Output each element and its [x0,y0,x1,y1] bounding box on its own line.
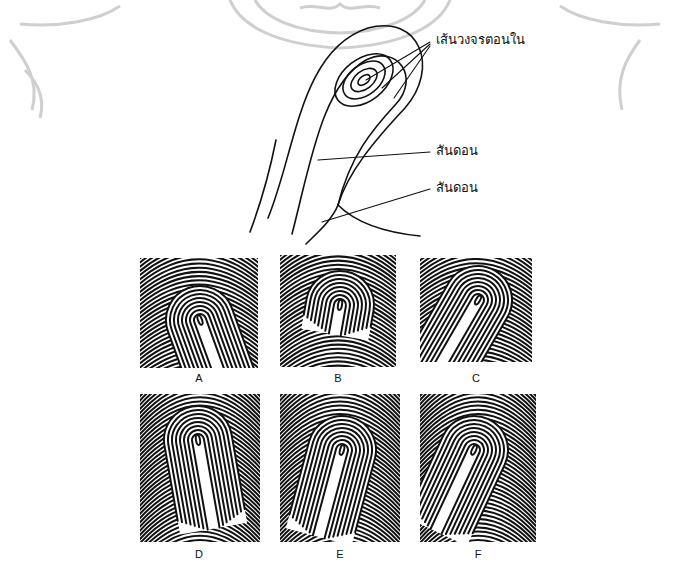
watermark [10,0,660,118]
part-label: สันดอน [436,181,478,195]
fingerprint [280,394,400,542]
fingerprint [140,258,258,368]
fingerprint [420,394,536,542]
panel-letter: F [475,548,482,560]
panel-letter: D [195,548,203,560]
fingerprint [420,258,532,362]
panel-letter: E [336,548,343,560]
panel-letter: A [195,372,202,384]
fingerprint [280,255,396,367]
fingerprint-panels [130,210,546,567]
part-label: สันดอน [436,144,478,158]
part-label: เส้นวงจรตอนใน [436,33,525,47]
panel-letter: C [472,372,480,384]
panel-letter: B [334,372,341,384]
fingerprint [140,394,260,542]
loop-schematic [250,26,430,244]
